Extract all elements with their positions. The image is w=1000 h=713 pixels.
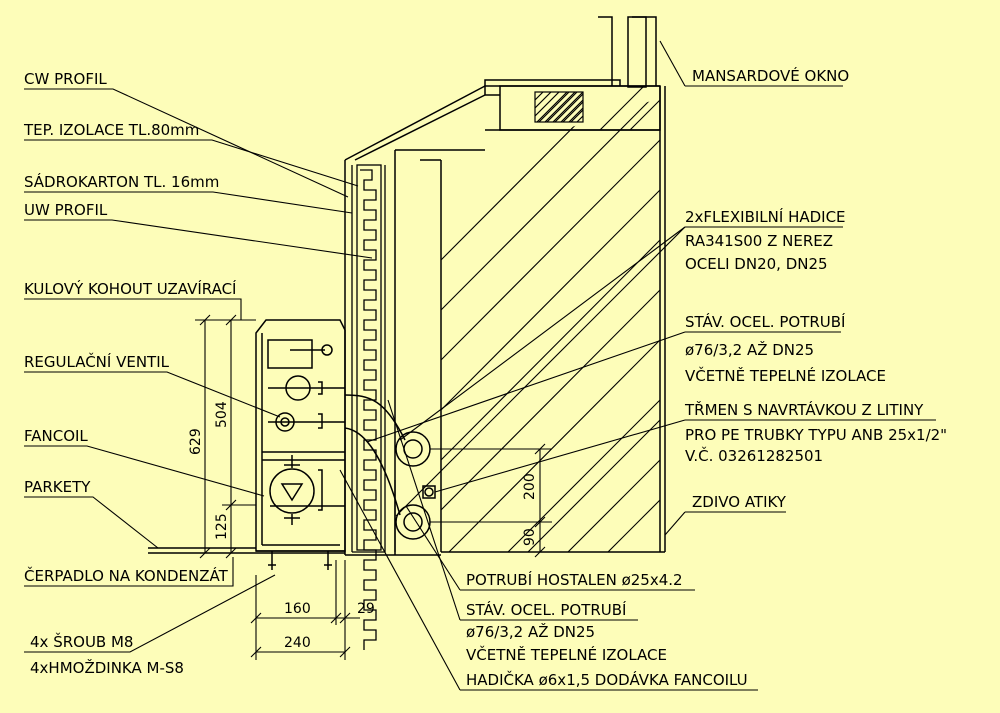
dim-629: 629 bbox=[188, 428, 204, 455]
label-stav-potrubi-bottom-line2: ø76/3,2 AŽ DN25 bbox=[466, 622, 595, 641]
masonry-hatch bbox=[441, 98, 660, 552]
dimension-values: 629 504 125 200 90 160 29 240 bbox=[188, 401, 538, 651]
thermal-insulation bbox=[351, 164, 396, 650]
dim-160: 160 bbox=[284, 601, 311, 617]
window-cross-hatch bbox=[534, 91, 584, 123]
label-potrubi-hostalen: POTRUBÍ HOSTALEN ø25x4.2 bbox=[466, 570, 683, 589]
dim-90: 90 bbox=[522, 528, 538, 546]
label-tep-izolace: TEP. IZOLACE TL.80mm bbox=[23, 121, 199, 139]
label-stav-potrubi-right-line1: STÁV. OCEL. POTRUBÍ bbox=[685, 312, 845, 331]
label-trmen-line2: PRO PE TRUBKY TYPU ANB 25x1/2" bbox=[685, 426, 947, 444]
label-stav-potrubi-bottom-line1: STÁV. OCEL. POTRUBÍ bbox=[466, 600, 626, 619]
leader-lines bbox=[24, 40, 936, 691]
label-regulacni-ventil: REGULAČNÍ VENTIL bbox=[24, 352, 170, 371]
labels: CW PROFIL TEP. IZOLACE TL.80mm SÁDROKART… bbox=[23, 66, 947, 689]
dim-504: 504 bbox=[214, 401, 230, 428]
label-kulovy-kohout: KULOVÝ KOHOUT UZAVÍRACÍ bbox=[24, 279, 236, 298]
dim-125: 125 bbox=[214, 513, 230, 540]
dim-29: 29 bbox=[357, 601, 375, 617]
label-uw-profil: UW PROFIL bbox=[24, 201, 108, 219]
label-parkety: PARKETY bbox=[24, 478, 91, 496]
label-hadice-line3: OCELI DN20, DN25 bbox=[685, 255, 828, 273]
label-hadice-line1: 2xFLEXIBILNÍ HADICE bbox=[685, 207, 846, 226]
label-trmen-line1: TŘMEN S NAVRTÁVKOU Z LITINY bbox=[684, 400, 924, 419]
label-hadice-line2: RA341S00 Z NEREZ bbox=[685, 232, 833, 250]
dim-240: 240 bbox=[284, 635, 311, 651]
slab-hatch bbox=[599, 86, 660, 130]
label-sroub: 4x ŠROUB M8 bbox=[30, 632, 133, 651]
label-zdivo-atiky: ZDIVO ATIKY bbox=[692, 493, 787, 511]
building-structure bbox=[148, 16, 666, 556]
label-hadicka: HADIČKA ø6x1,5 DODÁVKA FANCOILU bbox=[466, 670, 748, 689]
label-stav-potrubi-bottom-line3: VČETNĚ TEPELNÉ IZOLACE bbox=[466, 645, 667, 664]
dimension-lines bbox=[195, 314, 552, 660]
dim-200: 200 bbox=[522, 473, 538, 500]
label-cw-profil: CW PROFIL bbox=[24, 70, 107, 88]
label-trmen-line3: V.Č. 03261282501 bbox=[685, 446, 823, 465]
label-sadrokarton: SÁDROKARTON TL. 16mm bbox=[24, 172, 219, 191]
label-stav-potrubi-right-line2: ø76/3,2 AŽ DN25 bbox=[685, 340, 814, 359]
existing-steel-pipes bbox=[344, 394, 436, 540]
label-stav-potrubi-right-line3: VČETNĚ TEPELNÉ IZOLACE bbox=[685, 366, 886, 385]
label-hmozdinka: 4xHMOŽDINKA M-S8 bbox=[30, 658, 184, 677]
label-fancoil: FANCOIL bbox=[24, 427, 88, 445]
fancoil-unit bbox=[255, 319, 346, 570]
label-mansardove-okno: MANSARDOVÉ OKNO bbox=[692, 66, 849, 85]
label-cerpadlo: ČERPADLO NA KONDENZÁT bbox=[24, 566, 229, 585]
